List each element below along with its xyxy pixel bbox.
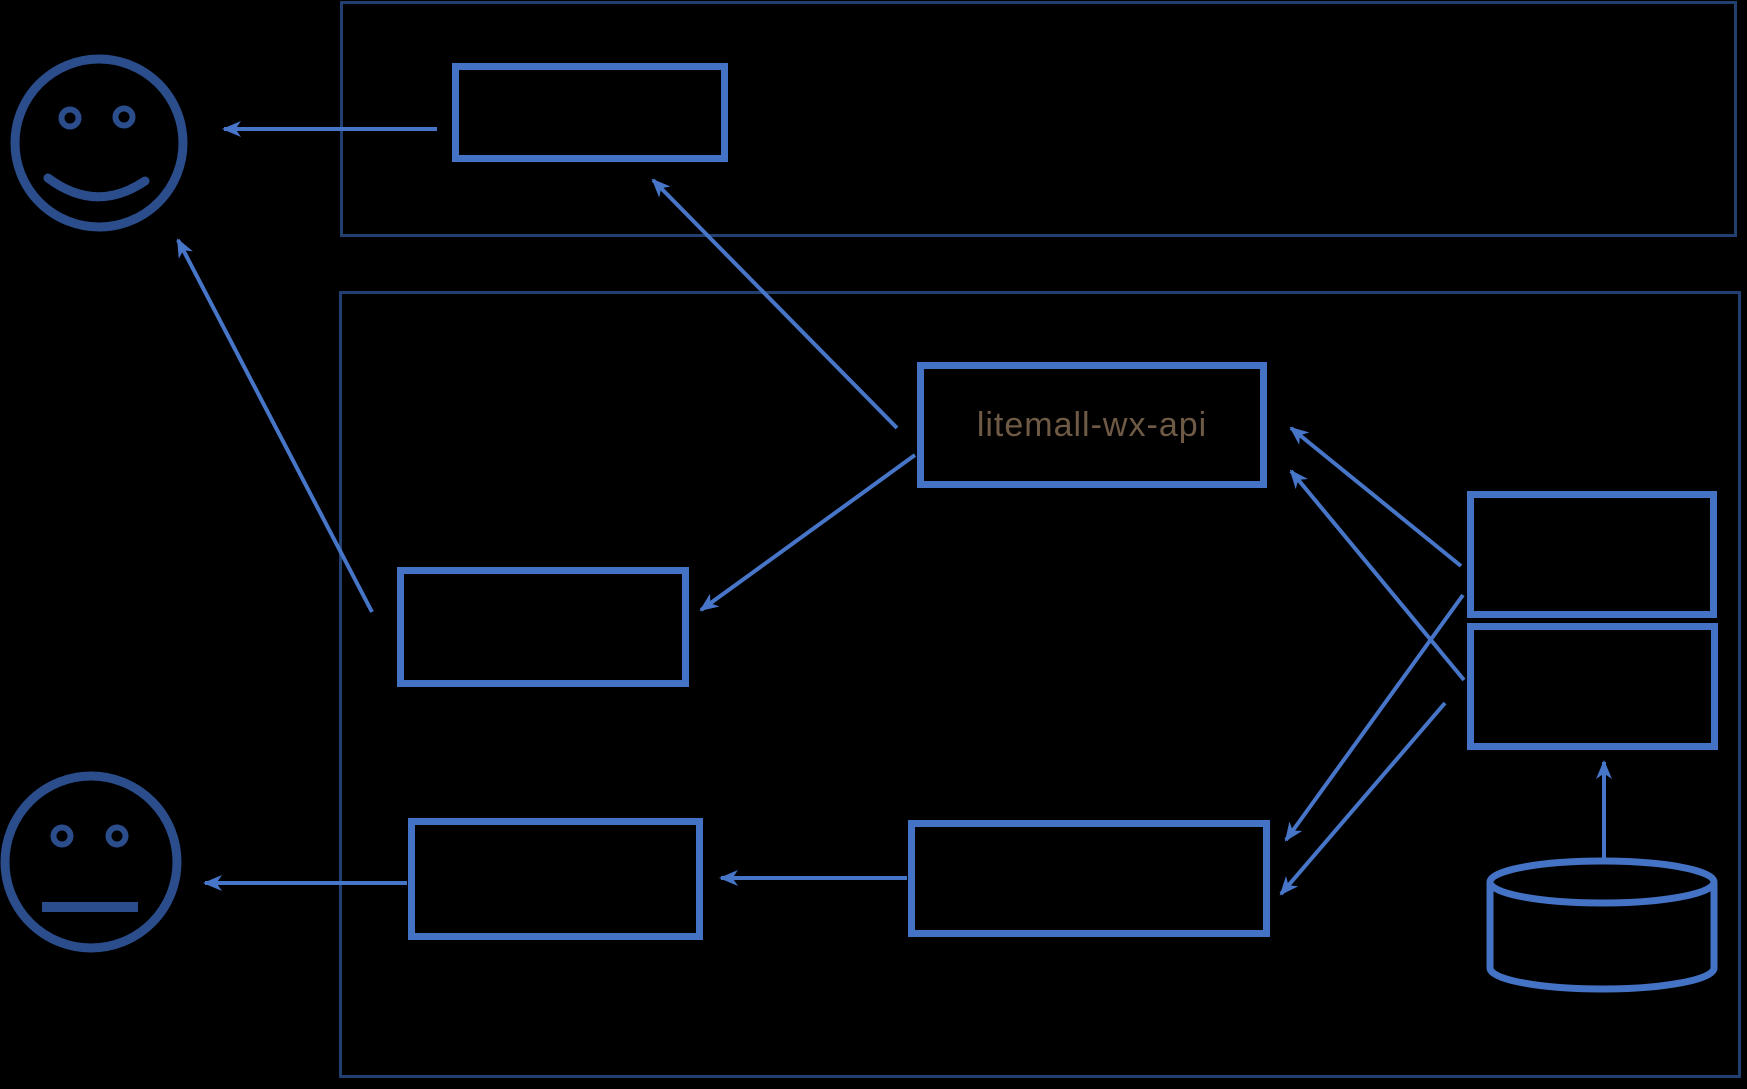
wx-api-label: litemall-wx-api: [976, 405, 1208, 444]
bottom-left-box: [408, 818, 703, 940]
neutral-face-icon: [0, 771, 182, 953]
left-middle-box: [397, 567, 689, 687]
main-container: [339, 291, 1741, 1078]
wx-api-box: litemall-wx-api: [917, 362, 1267, 488]
right-upper-box: [1467, 491, 1717, 618]
right-lower-box: [1467, 623, 1718, 750]
top-box: [452, 63, 728, 162]
bottom-middle-box: [908, 820, 1270, 937]
top-container: [340, 1, 1737, 237]
happy-face-icon: [10, 54, 188, 232]
